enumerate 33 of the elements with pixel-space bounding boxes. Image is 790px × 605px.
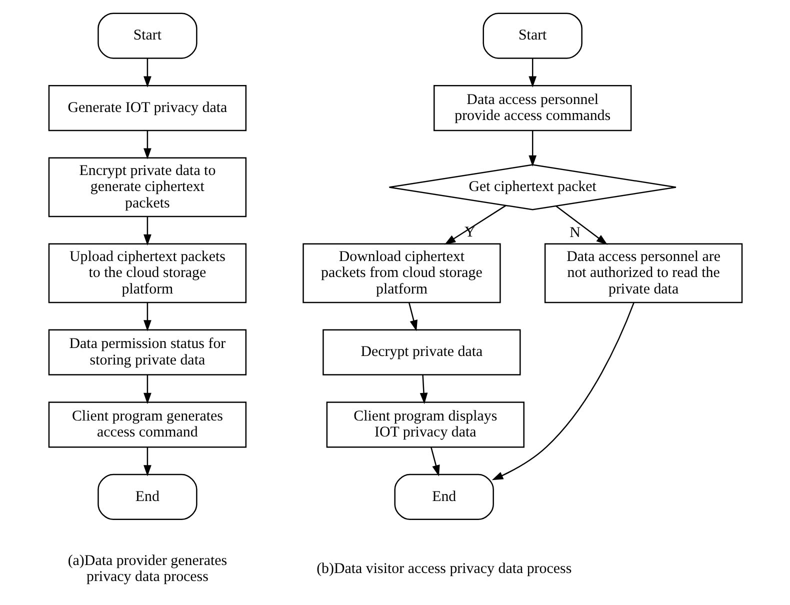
node-box: Data access personnel are not authorized to read the private data [544,243,742,304]
arrow [491,302,634,480]
node-diamond: Get ciphertext packet [388,164,676,210]
node-box: Decrypt private data [322,329,520,376]
arrow [143,374,151,404]
node-box: Client program generates access command [48,402,246,448]
arrow [528,130,536,167]
arrow [143,447,151,476]
node-box: Client program displays IOT privacy data [326,402,524,448]
arrow [528,58,536,88]
node-box: Data access personnel provide access commands [433,85,632,132]
node-box: Start [97,12,197,59]
node-box: Download ciphertext packets from cloud storage platform [302,243,500,304]
arrow [555,206,608,245]
node-box: Encrypt private data to generate ciphertext packets [48,157,246,218]
arrow [143,58,151,88]
arrow [143,302,151,332]
edge-label: N [569,225,580,242]
arrow [430,447,440,476]
node-box: Data permission status for storing private data [48,329,246,376]
arrow [444,205,506,245]
node-box: Start [482,12,582,59]
arrow [408,302,417,332]
node-box: End [97,474,197,520]
arrow [419,374,428,404]
node-box: Upload ciphertext packets to the cloud storage platform [48,243,246,304]
node-box: End [394,474,494,520]
arrow [143,216,151,246]
arrow [143,130,151,160]
label: (a)Data provider generates privacy data process [67,553,227,586]
node-box: Generate IOT privacy data [48,85,246,132]
edge-label: Y [464,224,475,240]
label: (b)Data visitor access privacy data process [316,561,572,578]
